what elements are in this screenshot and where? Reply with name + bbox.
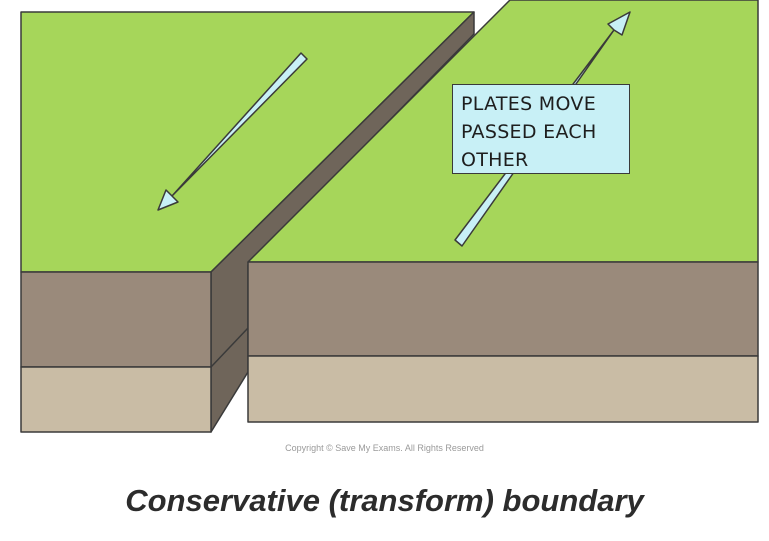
transform-boundary-diagram <box>20 0 759 433</box>
right-plate-mantle-layer <box>247 355 759 423</box>
left-plate-crust-layer <box>20 271 212 368</box>
left-plate-mantle-layer <box>20 366 212 433</box>
diagram-caption: Conservative (transform) boundary <box>125 483 644 518</box>
label-line-3: OTHER <box>461 149 529 171</box>
left-plate-movement-arrow <box>157 52 308 211</box>
label-line-1: PLATES MOVE <box>461 93 597 115</box>
left-fault-layer-line <box>210 327 249 368</box>
plate-motion-label: PLATES MOVE PASSED EACH OTHER <box>452 84 630 174</box>
label-line-2: PASSED EACH <box>461 121 597 143</box>
right-plate-crust-layer <box>247 261 759 357</box>
copyright-notice: Copyright © Save My Exams. All Rights Re… <box>285 443 484 453</box>
